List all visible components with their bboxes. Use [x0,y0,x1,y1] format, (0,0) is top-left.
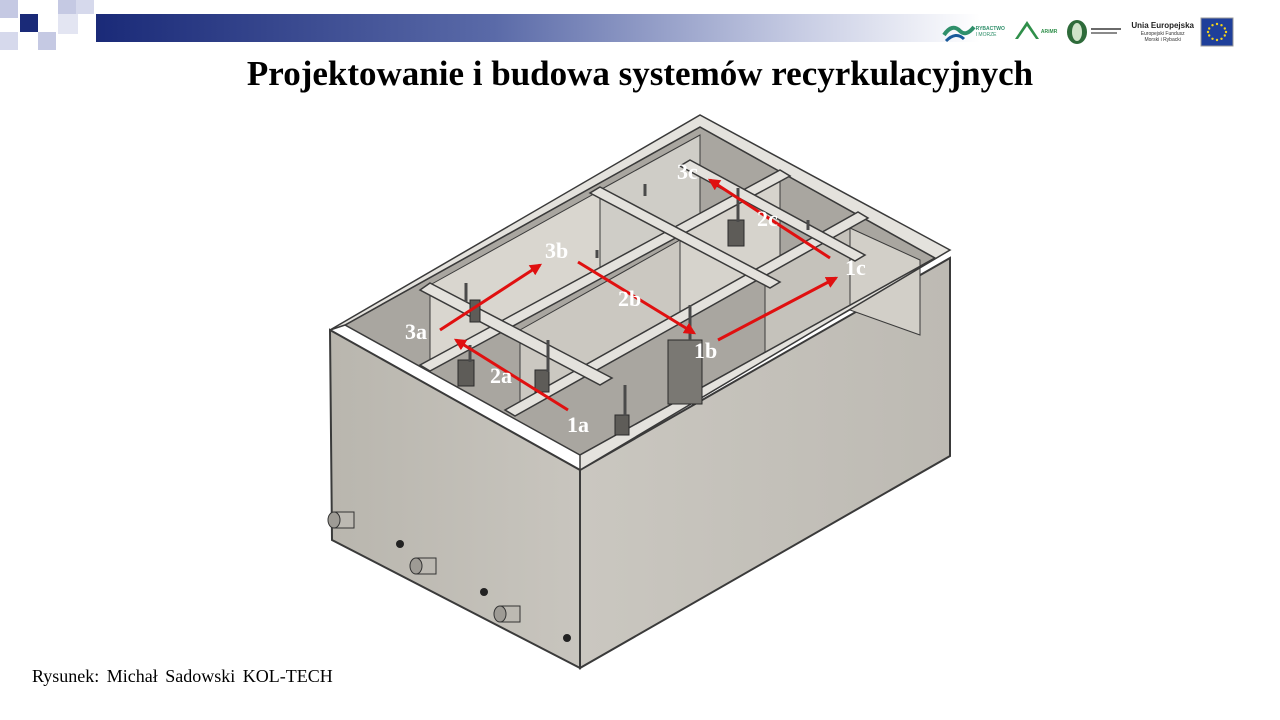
tank-right-face [579,256,951,670]
pipes [327,511,571,642]
label-1a: 1a [567,412,589,437]
eu-logo: Unia Europejska Europejski Fundusz Morsk… [1131,17,1234,47]
label-3a: 3a [405,319,427,344]
label-1c: 1c [845,255,866,280]
figure-credit: Rysunek: Michał Sadowski KOL-TECH [32,666,333,686]
pipe-2 [409,557,437,575]
label-2a: 2a [490,363,512,388]
rybactwo-line2: I MORZE [975,32,997,38]
fish-wave-icon [941,25,976,43]
checker-pattern [0,0,94,50]
arimr-logo: ARiMR [1013,17,1057,47]
label-1b: 1b [694,338,717,363]
eu-flag-icon [1200,17,1234,47]
ministry-logo [1065,17,1123,47]
pipe-3 [493,605,521,623]
header-band [0,0,980,50]
drain-hole-3 [563,634,571,642]
eu-title: Unia Europejska [1131,21,1194,30]
rybactwo-line1: RYBACTWO [975,26,1005,32]
flow-arrow-1b-1c [717,276,839,342]
ministry-emblem-icon [1067,20,1122,44]
eu-text: Unia Europejska Europejski Fundusz Morsk… [1131,21,1194,43]
flow-labels: 1a 2a 3a 3b 2b 1b 1c 2c 3c [405,159,866,437]
label-2c: 2c [757,206,778,231]
label-3c: 3c [677,159,698,184]
baffles [457,219,745,436]
flow-arrow-1c-3c [707,178,831,260]
drain-hole-1 [396,540,404,548]
label-3b: 3b [545,238,568,263]
arimr-mark-icon [1014,21,1039,39]
rybactwo-logo: RYBACTWO I MORZE [941,17,1005,47]
flow-arrow-3b-1b [577,260,697,335]
slide-title: Projektowanie i budowa systemów recyrkul… [246,54,1034,93]
flow-arrow-1a-3a [453,338,569,412]
label-2b: 2b [618,286,641,311]
tank-rim [329,114,952,472]
eu-line1: Europejski Fundusz [1140,31,1185,37]
arimr-text: ARiMR [1040,29,1058,35]
flow-arrows [439,178,839,412]
logo-strip: RYBACTWO I MORZE ARiMR Unia Europejska E… [941,14,1234,50]
pipe-1 [327,511,355,529]
gradient-bar [96,14,980,42]
flow-arrow-3a-3b [439,263,543,332]
eu-line2: Morski i Rybacki [1144,37,1181,43]
drain-hole-2 [480,588,488,596]
